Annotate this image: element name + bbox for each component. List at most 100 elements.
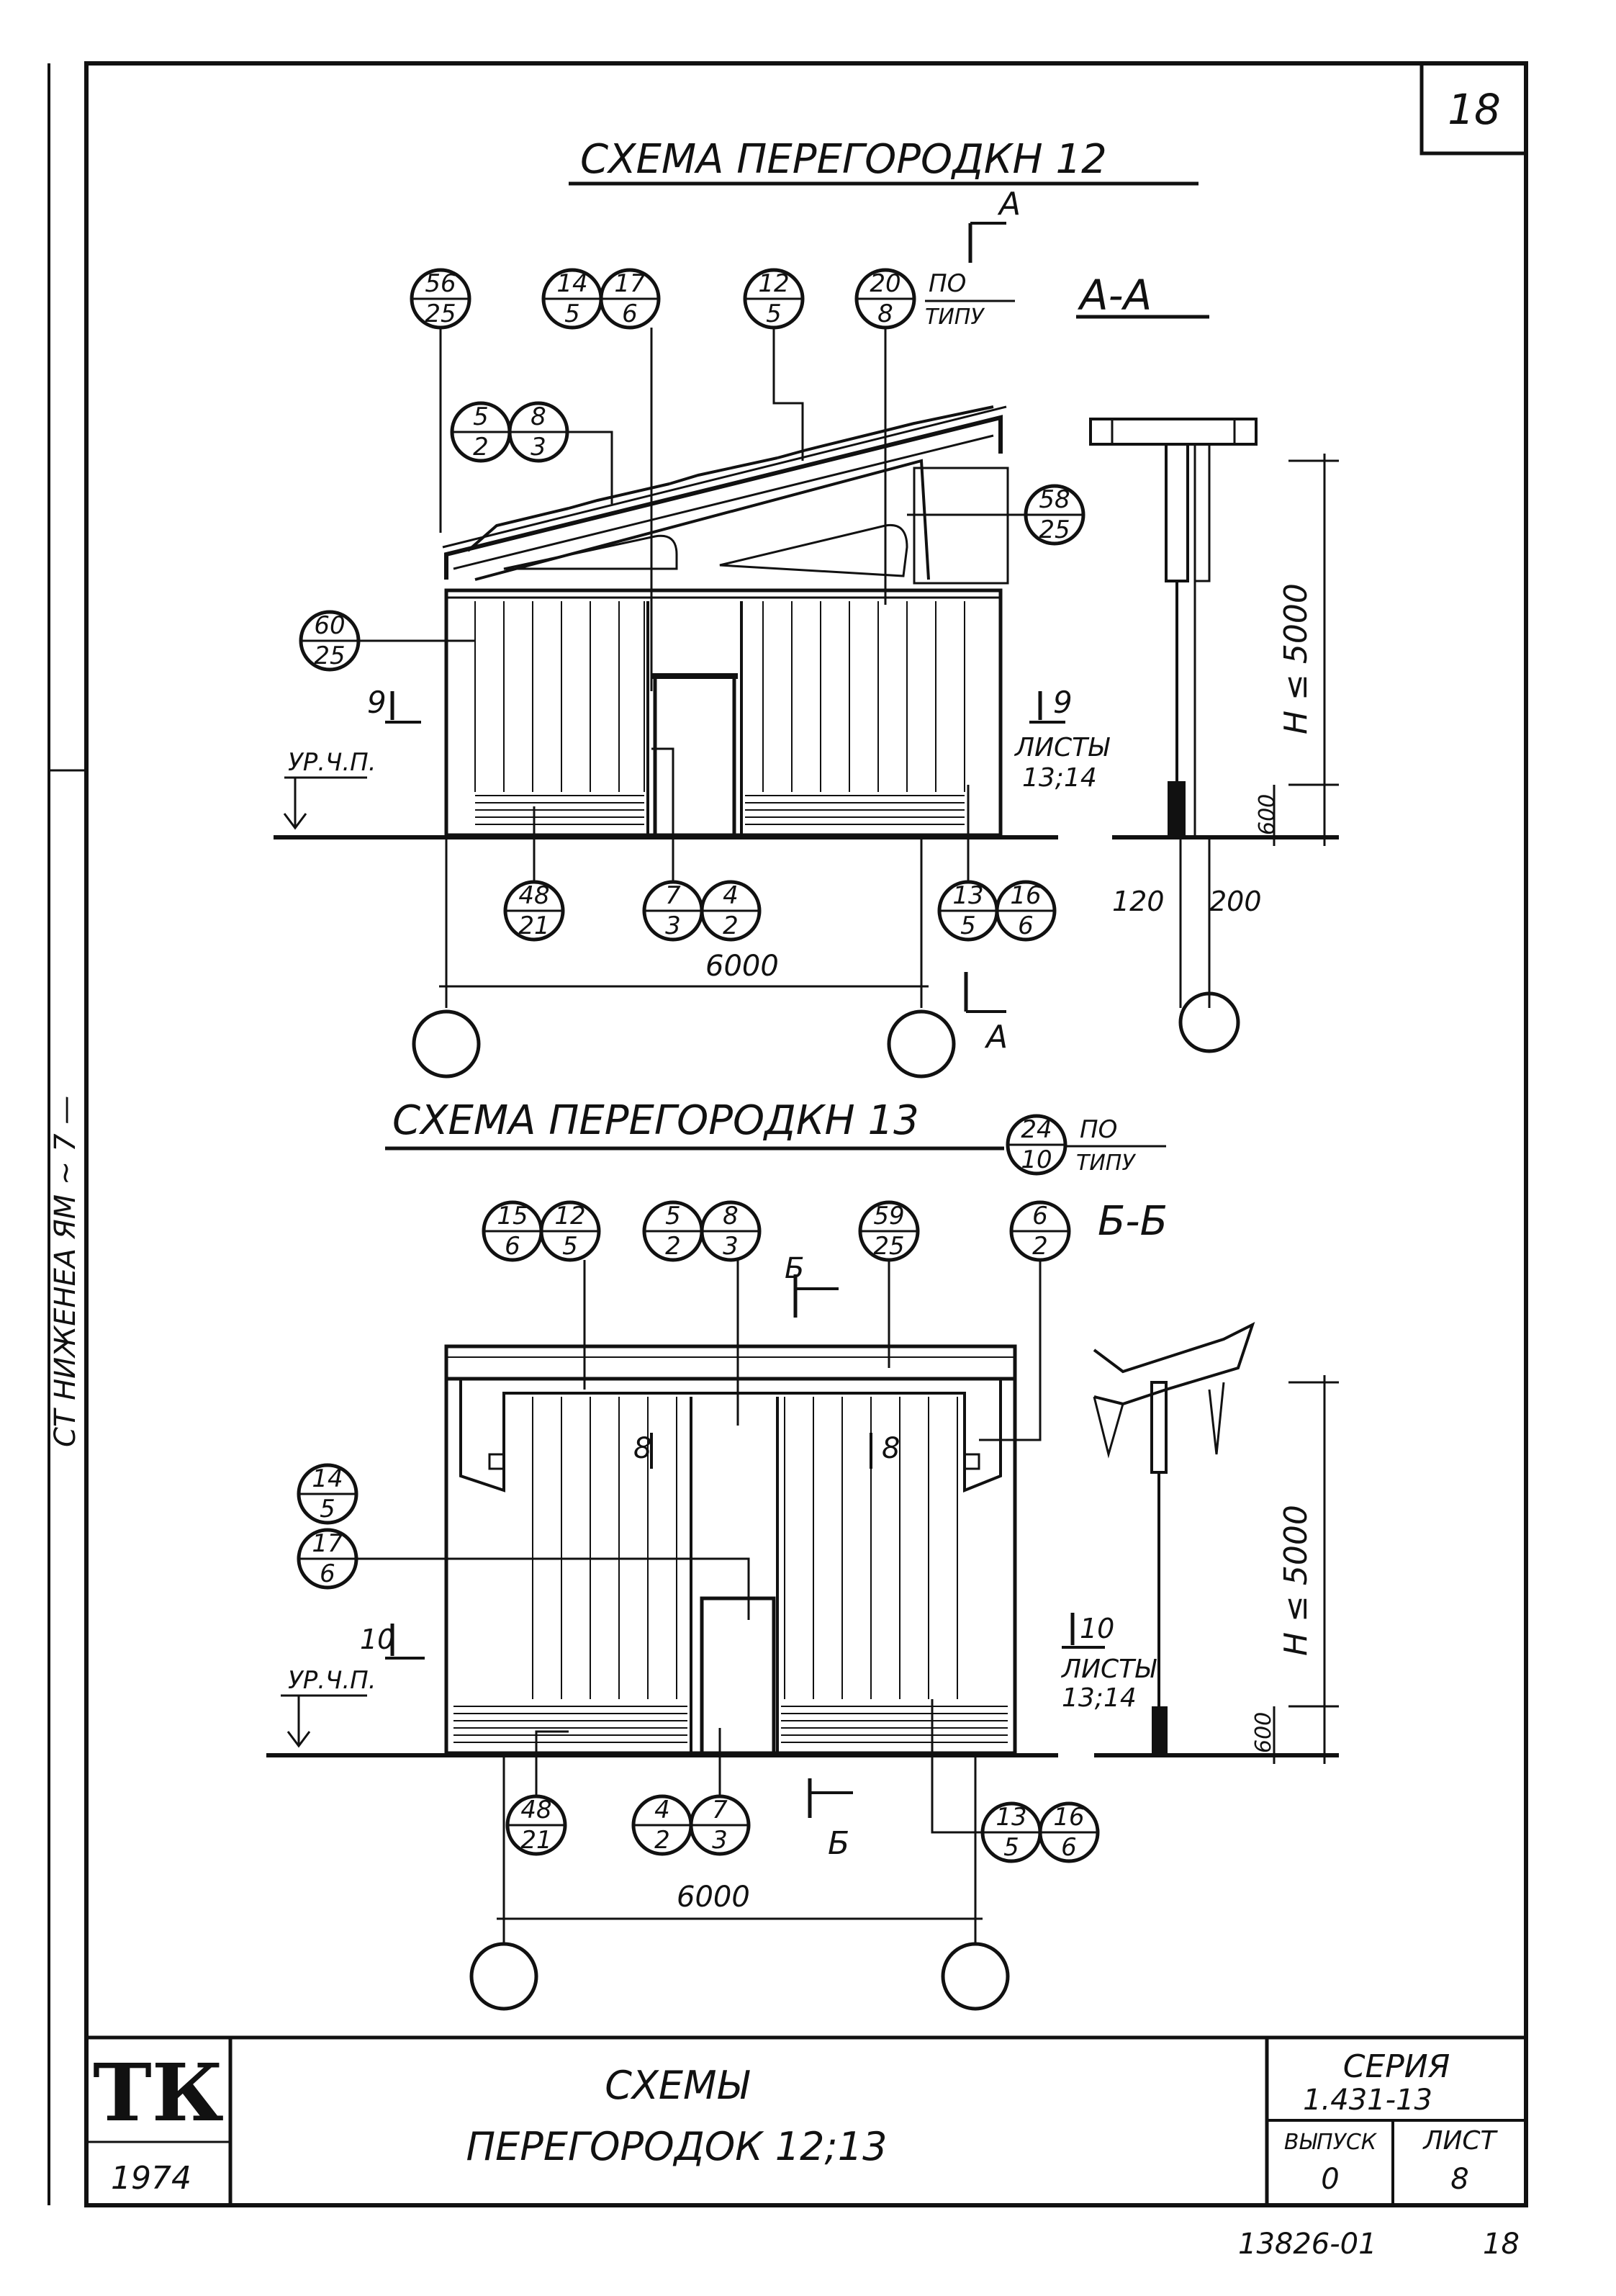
bottom-section-label: Б-Б: [1098, 1198, 1168, 1245]
beam-13: [459, 1379, 1002, 1493]
top-section-mark: А: [997, 186, 1021, 222]
grid-axis-bubble: [1178, 991, 1240, 1053]
svg-text:6: 6: [1061, 1833, 1077, 1862]
grid-axis-bubble: [412, 1009, 481, 1079]
sheet-number: 18: [1448, 85, 1501, 134]
svg-text:6: 6: [1018, 911, 1034, 940]
svg-text:21: 21: [520, 1826, 551, 1855]
plinth-13: [453, 1706, 1008, 1743]
archive-number: 13826-01: [1238, 2228, 1377, 2261]
svg-text:2: 2: [1032, 1232, 1048, 1261]
po-tipu-13-b: ТИПУ: [1076, 1151, 1136, 1176]
section-10-left: 10: [360, 1624, 394, 1655]
series-label: СЕРИЯ: [1343, 2048, 1450, 2085]
callout: 13 5: [937, 880, 999, 942]
svg-text:4: 4: [723, 881, 739, 910]
callout: 7 3: [689, 1794, 751, 1856]
svg-text:3: 3: [665, 911, 681, 940]
svg-text:48: 48: [518, 881, 549, 910]
grid-axis-bubble: [941, 1942, 1010, 2011]
height-12: H ≤ 5000: [1278, 583, 1314, 734]
callout: 24 10: [1006, 1114, 1067, 1176]
door-opening-13: [700, 1596, 776, 1755]
svg-text:3: 3: [712, 1826, 728, 1855]
svg-text:20: 20: [870, 269, 900, 298]
top-scheme: СХЕМА ПЕРЕГОРОДКН 12 А А-А: [274, 136, 1339, 1079]
po-tipu-12-a: ПО: [929, 269, 966, 298]
callout: 59 25: [858, 1200, 920, 1262]
door-opening-12: [653, 675, 736, 837]
svg-text:2: 2: [654, 1826, 670, 1855]
svg-text:А: А: [984, 1019, 1008, 1055]
svg-text:5: 5: [766, 300, 782, 328]
callout: 48 21: [503, 880, 565, 942]
dim-200: 200: [1209, 886, 1262, 917]
title-line-2: ПЕРЕГОРОДОК 12;13: [466, 2124, 888, 2169]
section-10-right: 10: [1080, 1613, 1114, 1644]
callout: 13 5: [980, 1801, 1042, 1863]
partition-12-panels: [474, 601, 965, 792]
callout: 17 6: [599, 268, 661, 330]
svg-text:14: 14: [312, 1464, 343, 1493]
callout: 58 25: [1024, 484, 1085, 546]
dim-600-12: 600: [1255, 794, 1280, 835]
callout: 16 6: [995, 880, 1057, 942]
svg-text:15: 15: [497, 1202, 528, 1230]
sheet-value: 8: [1450, 2163, 1468, 2196]
sheets-label-13: ЛИСТЫ: [1060, 1655, 1157, 1684]
svg-text:2: 2: [723, 911, 739, 940]
grid-axis-bubble: [469, 1942, 538, 2011]
callout: 20 8: [854, 268, 916, 330]
svg-text:12: 12: [758, 269, 789, 298]
svg-text:6: 6: [1032, 1202, 1048, 1230]
svg-text:16: 16: [1010, 881, 1041, 910]
partition-13-wall: [444, 1377, 1017, 1755]
height-13: H ≤ 5000: [1278, 1505, 1314, 1656]
svg-text:8: 8: [531, 402, 546, 431]
svg-text:8: 8: [877, 300, 893, 328]
top-scheme-title: СХЕМА ПЕРЕГОРОДКН 12: [580, 136, 1107, 183]
svg-text:Б: Б: [828, 1825, 849, 1862]
callout: 15 6: [482, 1200, 543, 1262]
callout: 5 2: [450, 401, 512, 463]
roof-slabs: [466, 405, 994, 552]
bottom-scheme: СХЕМА ПЕРЕГОРОДКН 13 24 10 ПО ТИПУ Б-Б 1…: [266, 1097, 1339, 2011]
section-9-right: 9: [1053, 685, 1073, 720]
section-9-left: 9: [367, 685, 387, 720]
svg-text:25: 25: [873, 1232, 904, 1261]
svg-text:7: 7: [665, 881, 681, 910]
svg-text:8: 8: [723, 1202, 739, 1230]
svg-text:48: 48: [520, 1796, 551, 1824]
svg-text:Б: Б: [785, 1252, 804, 1285]
svg-text:25: 25: [314, 641, 345, 670]
callout: 14 5: [541, 268, 603, 330]
svg-text:4: 4: [654, 1796, 670, 1824]
plinth-12: [475, 795, 965, 825]
callout: 6 2: [1009, 1200, 1071, 1262]
svg-text:17: 17: [312, 1529, 343, 1558]
sheet-label: ЛИСТ: [1422, 2126, 1498, 2156]
sheet-number-box: 18: [1419, 61, 1528, 156]
section-b-b: H ≤ 5000 600: [1093, 1322, 1339, 1764]
po-tipu-13-a: ПО: [1080, 1115, 1117, 1144]
svg-text:3: 3: [723, 1232, 739, 1261]
svg-text:14: 14: [556, 269, 587, 298]
svg-text:5: 5: [473, 402, 489, 431]
sheet-frame: [48, 61, 1528, 2207]
svg-text:16: 16: [1053, 1803, 1084, 1832]
callout: 4 2: [700, 880, 762, 942]
title-block: ТК 1974 СХЕМЫ ПЕРЕГОРОДОК 12;13 СЕРИЯ 1.…: [86, 2035, 1526, 2205]
callout: 14 5: [297, 1463, 358, 1525]
side-stamp: СТ НИЖЕНЕА ЯМ ~ 7 —: [49, 1096, 82, 1447]
svg-text:25: 25: [1039, 516, 1070, 544]
svg-text:5: 5: [665, 1202, 681, 1230]
span-12: 6000: [705, 950, 779, 983]
dim-600-13: 600: [1251, 1712, 1276, 1753]
section-8-right: 8: [882, 1432, 900, 1465]
grid-axis-bubble: [887, 1009, 956, 1079]
callout: 12 5: [539, 1200, 601, 1262]
svg-text:56: 56: [425, 269, 456, 298]
roof-slope: [444, 415, 1003, 580]
svg-text:24: 24: [1021, 1115, 1052, 1144]
